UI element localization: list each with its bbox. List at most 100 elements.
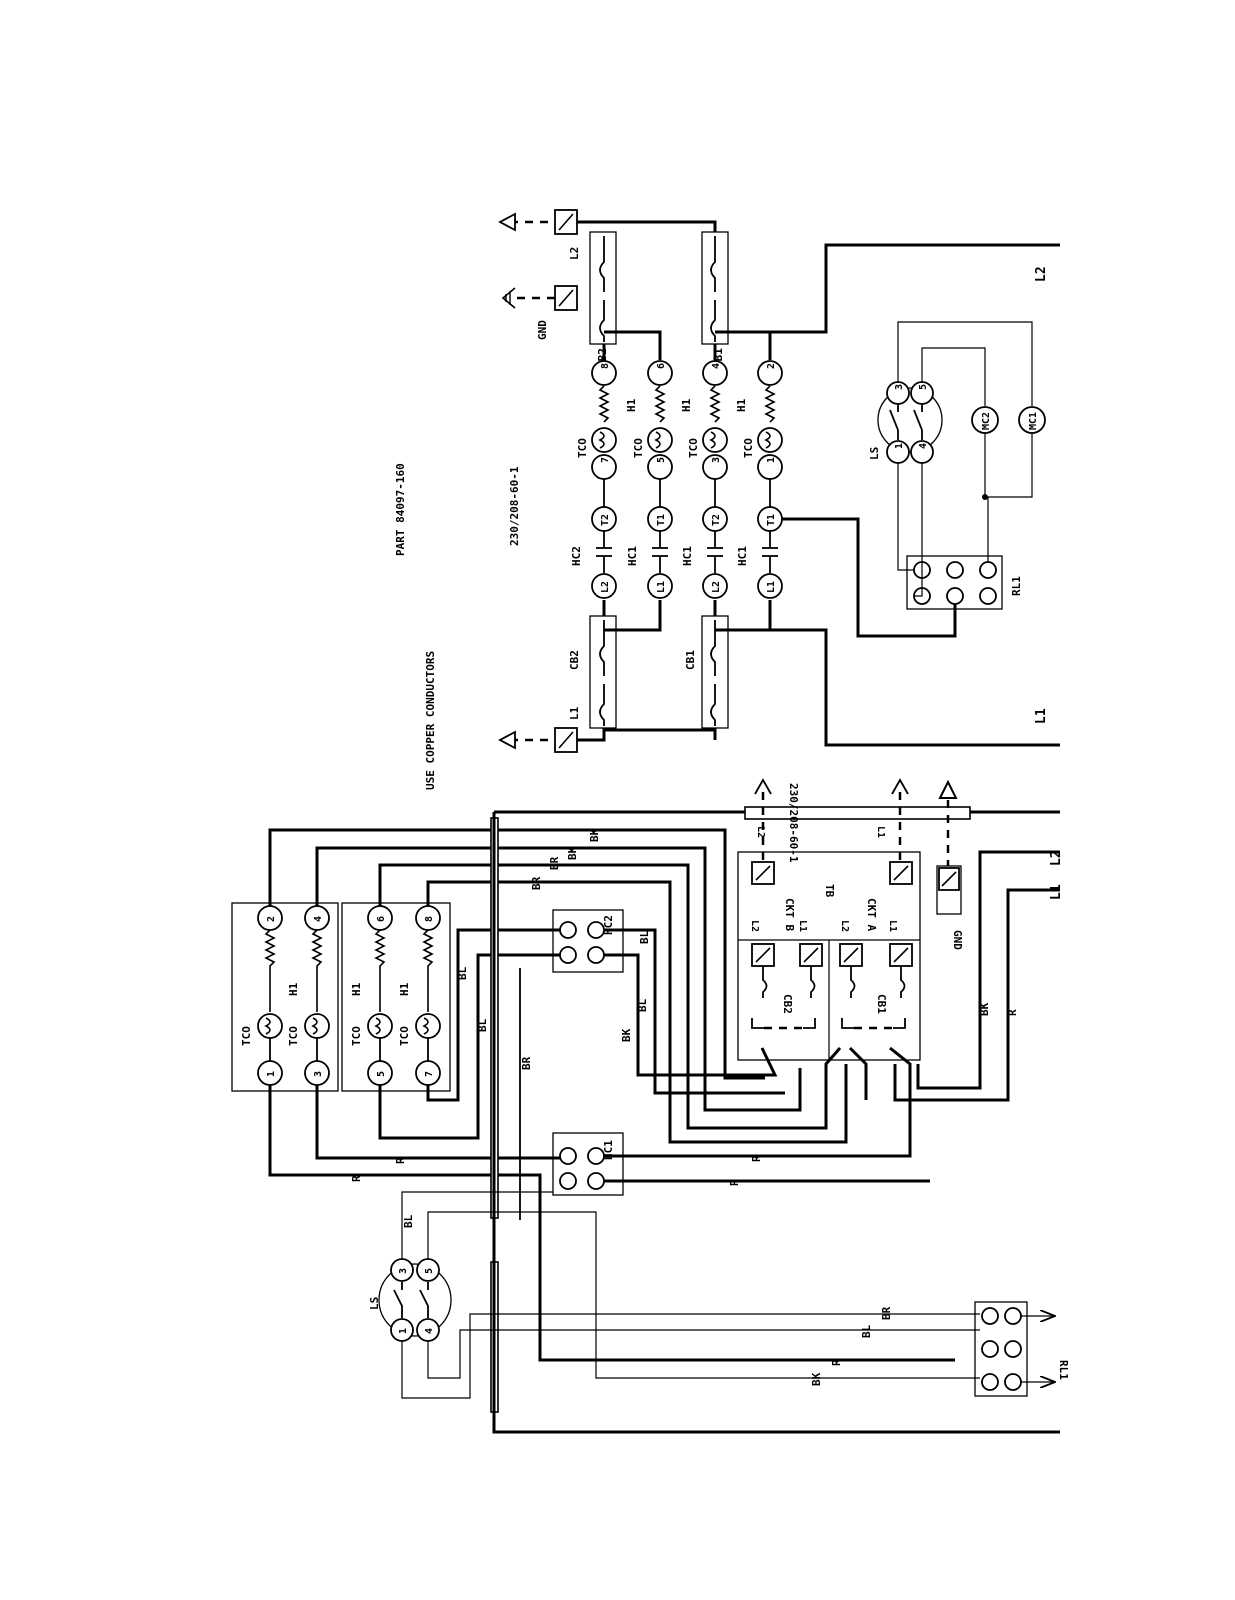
- rl1-relay-pictorial: RL1: [974, 1301, 1070, 1397]
- svg-text:HC2: HC2: [602, 915, 615, 935]
- svg-text:7: 7: [600, 457, 611, 463]
- svg-text:T1: T1: [656, 514, 667, 526]
- svg-text:L2: L2: [755, 826, 766, 838]
- svg-text:BR: BR: [520, 1056, 533, 1070]
- svg-text:R: R: [350, 1175, 363, 1182]
- svg-text:R: R: [1006, 1009, 1019, 1016]
- svg-text:H1: H1: [625, 398, 638, 412]
- svg-text:BL: BL: [476, 1018, 489, 1032]
- pictorial-wiring: 2 4 H1 TCO TCO 1 3 6 8 H1 H1 TCO TCO 5 7: [231, 778, 1070, 1434]
- svg-text:BK: BK: [810, 1372, 823, 1386]
- svg-text:BL: BL: [636, 998, 649, 1012]
- ls-limit-switch: 3 5 1 4 LS: [868, 381, 943, 464]
- gnd-lug-box: [936, 865, 962, 915]
- svg-text:7: 7: [424, 1071, 435, 1077]
- svg-text:HC1: HC1: [626, 546, 639, 566]
- svg-text:4: 4: [313, 916, 324, 922]
- svg-text:5: 5: [376, 1071, 387, 1077]
- cb2-breaker-lower: [589, 615, 617, 729]
- wire-t1-rl1: [782, 517, 957, 638]
- ls-limit-switch-pictorial: 3 5 1 4 LS: [368, 1258, 452, 1342]
- svg-text:5: 5: [656, 457, 667, 463]
- svg-text:T2: T2: [600, 514, 611, 526]
- svg-text:H1: H1: [287, 982, 300, 996]
- svg-text:5: 5: [424, 1268, 435, 1274]
- svg-text:TCO: TCO: [240, 1026, 253, 1046]
- svg-text:BR: BR: [880, 1306, 893, 1320]
- svg-text:BR: BR: [548, 856, 561, 870]
- svg-text:R: R: [394, 1157, 407, 1164]
- svg-text:6: 6: [656, 363, 667, 369]
- arrow-l1-icon: [498, 730, 516, 750]
- svg-text:H1: H1: [735, 398, 748, 412]
- svg-text:BL: BL: [456, 966, 469, 980]
- svg-text:TCO: TCO: [687, 438, 700, 458]
- svg-text:L2: L2: [711, 581, 722, 593]
- note-voltage-top: 230/208-60-1: [508, 466, 521, 546]
- note-copper-conductors: USE COPPER CONDUCTORS: [424, 651, 437, 790]
- svg-text:GND: GND: [951, 930, 964, 950]
- svg-text:1: 1: [894, 443, 905, 449]
- svg-text:6: 6: [376, 916, 387, 922]
- rail-supply-l2: [770, 243, 1060, 334]
- svg-text:LS: LS: [868, 447, 881, 460]
- svg-text:CKT B: CKT B: [783, 898, 796, 931]
- hc1-contactor: HC1: [552, 1132, 624, 1196]
- svg-text:8: 8: [424, 916, 435, 922]
- svg-text:TCO: TCO: [576, 438, 589, 458]
- note-part-number: PART 84097-160: [394, 463, 407, 556]
- tb-terminal-block: TB CKT B CKT A L2 L1 L2 L1 L2 L1 CB2 CB1: [737, 826, 921, 1061]
- svg-text:L2: L2: [1049, 850, 1064, 866]
- svg-text:BK: BK: [566, 846, 579, 860]
- svg-text:1: 1: [766, 457, 777, 463]
- svg-text:TCO: TCO: [350, 1026, 363, 1046]
- svg-text:MC1: MC1: [1028, 412, 1039, 430]
- svg-text:L1: L1: [797, 920, 808, 932]
- ladder-schematic: USE COPPER CONDUCTORS PART 84097-160 230…: [394, 209, 1060, 790]
- svg-text:CB1: CB1: [875, 994, 888, 1014]
- svg-text:L1: L1: [1049, 884, 1064, 900]
- svg-text:2: 2: [266, 916, 277, 922]
- svg-text:1: 1: [266, 1071, 277, 1077]
- svg-text:LS: LS: [368, 1297, 381, 1310]
- svg-text:2: 2: [766, 363, 777, 369]
- svg-text:MC2: MC2: [981, 412, 992, 430]
- svg-text:HC2: HC2: [570, 546, 583, 566]
- svg-text:8: 8: [600, 363, 611, 369]
- svg-text:BL: BL: [860, 1324, 873, 1338]
- svg-text:L2: L2: [749, 920, 760, 932]
- svg-text:TCO: TCO: [632, 438, 645, 458]
- svg-text:H1: H1: [398, 982, 411, 996]
- svg-text:BK: BK: [978, 1002, 991, 1016]
- svg-text:TCO: TCO: [742, 438, 755, 458]
- svg-text:CKT A: CKT A: [865, 898, 878, 931]
- svg-text:R: R: [728, 1179, 741, 1186]
- svg-text:BL: BL: [402, 1214, 415, 1228]
- svg-text:L1: L1: [656, 581, 667, 593]
- svg-text:4: 4: [424, 1328, 435, 1334]
- svg-text:BK: BK: [620, 1028, 633, 1042]
- svg-text:4: 4: [918, 443, 929, 449]
- svg-text:1: 1: [398, 1328, 409, 1334]
- rail-l2: [577, 220, 717, 232]
- heater-pack-b: [341, 902, 451, 1092]
- svg-text:3: 3: [711, 457, 722, 463]
- rl1-relay: RL1: [906, 555, 1023, 610]
- svg-text:3: 3: [398, 1268, 409, 1274]
- arrow-l2-icon: [498, 212, 516, 232]
- rail-supply-l1: [770, 628, 1060, 747]
- svg-text:H1: H1: [350, 982, 363, 996]
- svg-text:BR: BR: [530, 876, 543, 890]
- svg-text:RL1: RL1: [1057, 1360, 1070, 1380]
- svg-text:T2: T2: [711, 514, 722, 526]
- svg-text:HC1: HC1: [736, 546, 749, 566]
- cb2-breaker-upper: [589, 231, 617, 345]
- label-l2-lug: L2: [568, 247, 581, 260]
- svg-text:5: 5: [918, 384, 929, 390]
- svg-text:BL: BL: [638, 930, 651, 944]
- motor-mc1: [1018, 406, 1046, 434]
- svg-text:HC1: HC1: [681, 546, 694, 566]
- svg-text:4: 4: [711, 363, 722, 369]
- svg-text:TCO: TCO: [287, 1026, 300, 1046]
- svg-text:TB: TB: [823, 884, 836, 898]
